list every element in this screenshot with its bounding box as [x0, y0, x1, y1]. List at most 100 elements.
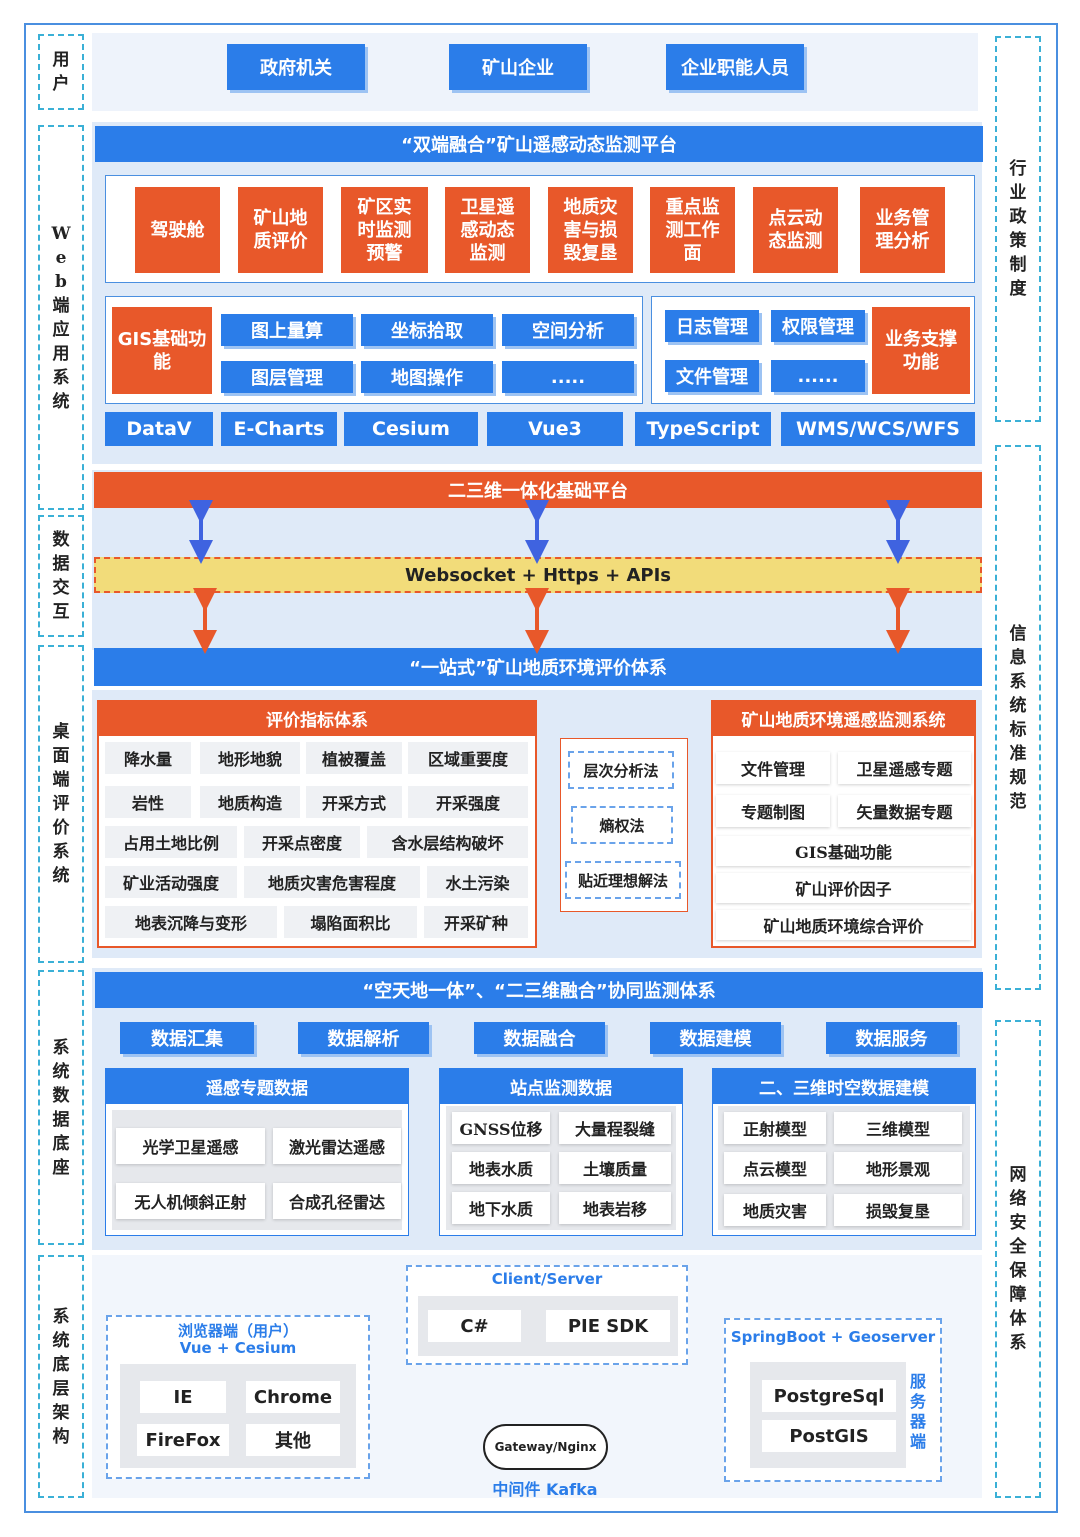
monitor-mapping[interactable]: 专题制图 [716, 795, 830, 827]
module-realtime-warning[interactable]: 矿区实时监测预警 [341, 187, 428, 273]
gis-coordinate[interactable]: 坐标拾取 [361, 314, 493, 346]
method-ahp: 层次分析法 [568, 751, 674, 789]
index-cell: 开采点密度 [244, 826, 360, 858]
rs-lidar: 激光雷达遥感 [273, 1128, 401, 1164]
biz-more[interactable]: ...... [771, 360, 865, 392]
index-cell: 开采方式 [306, 786, 402, 818]
index-cell: 地质构造 [200, 786, 300, 818]
rs-uav: 无人机倾斜正射 [116, 1183, 265, 1219]
gis-map-ops[interactable]: 地图操作 [361, 361, 493, 393]
monitor-satellite-topic[interactable]: 卫星遥感专题 [838, 752, 971, 784]
server-body [750, 1362, 906, 1468]
gis-layer-manage[interactable]: 图层管理 [221, 361, 353, 393]
index-cell: 矿业活动强度 [105, 866, 237, 898]
index-cell: 地形地貌 [200, 742, 300, 774]
side-label-policy-text: 行业政策制度 [1009, 159, 1027, 299]
index-cell: 地表沉降与变形 [105, 906, 277, 938]
browser-firefox: FireFox [137, 1424, 229, 1456]
station-crack: 大量程裂缝 [559, 1112, 671, 1144]
station-gnss: GNSS位移 [452, 1112, 550, 1144]
model-ortho: 正射模型 [724, 1112, 826, 1144]
browser-chrome: Chrome [246, 1381, 340, 1413]
step-service: 数据服务 [826, 1022, 957, 1054]
web-platform-title: “双端融合”矿山遥感动态监测平台 [95, 126, 983, 162]
server-side-label: 服务器端 [910, 1372, 927, 1451]
module-geo-hazard[interactable]: 地质灾害与损毁复垦 [548, 187, 633, 273]
module-business-analysis[interactable]: 业务管理分析 [860, 187, 945, 273]
server-postgresql: PostgreSql [762, 1380, 896, 1412]
monitor-file[interactable]: 文件管理 [716, 752, 830, 784]
station-rock-shift: 地表岩移 [559, 1192, 671, 1224]
side-label-exchange: 数据交互 [38, 515, 84, 637]
server-title: SpringBoot + Geoserver [730, 1328, 936, 1346]
model-terrain: 地形景观 [834, 1152, 962, 1184]
side-label-users-text: 用户 [52, 50, 70, 94]
user-government[interactable]: 政府机关 [227, 44, 365, 90]
server-postgis: PostGIS [762, 1420, 896, 1452]
tech-echarts: E-Charts [221, 412, 337, 446]
step-parse: 数据解析 [298, 1022, 429, 1054]
monitor-gis[interactable]: GIS基础功能 [716, 836, 971, 866]
browser-other: 其他 [246, 1424, 340, 1456]
tech-wms: WMS/WCS/WFS [781, 412, 975, 446]
gis-measure[interactable]: 图上量算 [221, 314, 353, 346]
user-mining-enterprise[interactable]: 矿山企业 [449, 44, 587, 90]
rs-sar: 合成孔径雷达 [273, 1183, 401, 1219]
monitor-vector-topic[interactable]: 矢量数据专题 [838, 795, 971, 827]
side-label-desktop-text: 桌面端评价系统 [52, 722, 70, 886]
model-3d: 三维模型 [834, 1112, 962, 1144]
biz-title: 业务支撑功能 [872, 307, 970, 394]
gis-spatial-analysis[interactable]: 空间分析 [502, 314, 634, 346]
biz-file[interactable]: 文件管理 [665, 360, 759, 392]
side-label-security-text: 网络安全保障体系 [1009, 1165, 1027, 1353]
group-remote-sensing-title: 遥感专题数据 [105, 1068, 409, 1104]
index-cell: 植被覆盖 [306, 742, 402, 774]
index-cell: 岩性 [105, 786, 191, 818]
biz-permission[interactable]: 权限管理 [771, 310, 865, 342]
side-label-exchange-text: 数据交互 [52, 530, 70, 622]
tech-vue3: Vue3 [487, 412, 623, 446]
tech-cesium: Cesium [344, 412, 478, 446]
side-label-security: 网络安全保障体系 [995, 1020, 1041, 1498]
monitor-factor[interactable]: 矿山评价因子 [716, 873, 971, 903]
index-cell: 降水量 [105, 742, 191, 774]
side-label-infra-text: 系统底层架构 [52, 1306, 70, 1447]
tech-typescript: TypeScript [635, 412, 771, 446]
module-mine-geology-eval[interactable]: 矿山地质评价 [238, 187, 323, 273]
module-pointcloud[interactable]: 点云动态监测 [753, 187, 838, 273]
monitor-comprehensive[interactable]: 矿山地质环境综合评价 [716, 910, 971, 940]
cs-pie-sdk: PIE SDK [546, 1310, 670, 1342]
outer-frame [24, 23, 1058, 1513]
module-cockpit[interactable]: 驾驶舱 [135, 187, 220, 273]
station-ground-water: 地下水质 [452, 1192, 550, 1224]
user-staff[interactable]: 企业职能人员 [666, 44, 804, 90]
browser-title: 浏览器端（用户） [177, 1322, 298, 1340]
module-key-workface[interactable]: 重点监测工作面 [650, 187, 735, 273]
rs-optical: 光学卫星遥感 [116, 1128, 265, 1164]
side-label-users: 用户 [38, 34, 84, 110]
monitor-title: 矿山地质环境遥感监测系统 [711, 700, 976, 736]
gis-title: GIS基础功能 [112, 307, 212, 394]
method-entropy: 熵权法 [571, 806, 673, 844]
module-satellite-monitoring[interactable]: 卫星遥感动态监测 [445, 187, 530, 273]
step-collect: 数据汇集 [120, 1022, 254, 1054]
side-label-standards-text: 信息系统标准规范 [1009, 623, 1027, 812]
index-cell: 占用土地比例 [105, 826, 237, 858]
cs-title: Client/Server [491, 1270, 603, 1288]
index-cell: 地质灾害危害程度 [244, 866, 420, 898]
side-label-database: 系统数据底座 [38, 970, 84, 1245]
biz-log[interactable]: 日志管理 [665, 310, 759, 342]
database-title: “空天地一体”、“二三维融合”协同监测体系 [95, 972, 983, 1008]
index-cell: 开采强度 [408, 786, 528, 818]
station-surface-water: 地表水质 [452, 1152, 550, 1184]
side-label-database-text: 系统数据底座 [52, 1037, 70, 1178]
index-cell: 水土污染 [427, 866, 528, 898]
side-label-desktop: 桌面端评价系统 [38, 645, 84, 963]
model-reclaim: 损毁复垦 [834, 1194, 962, 1226]
index-cell: 开采矿种 [424, 906, 528, 938]
step-fuse: 数据融合 [474, 1022, 605, 1054]
tech-datav: DataV [105, 412, 213, 446]
gis-more[interactable]: ..... [502, 361, 634, 393]
group-station-title: 站点监测数据 [439, 1068, 683, 1104]
